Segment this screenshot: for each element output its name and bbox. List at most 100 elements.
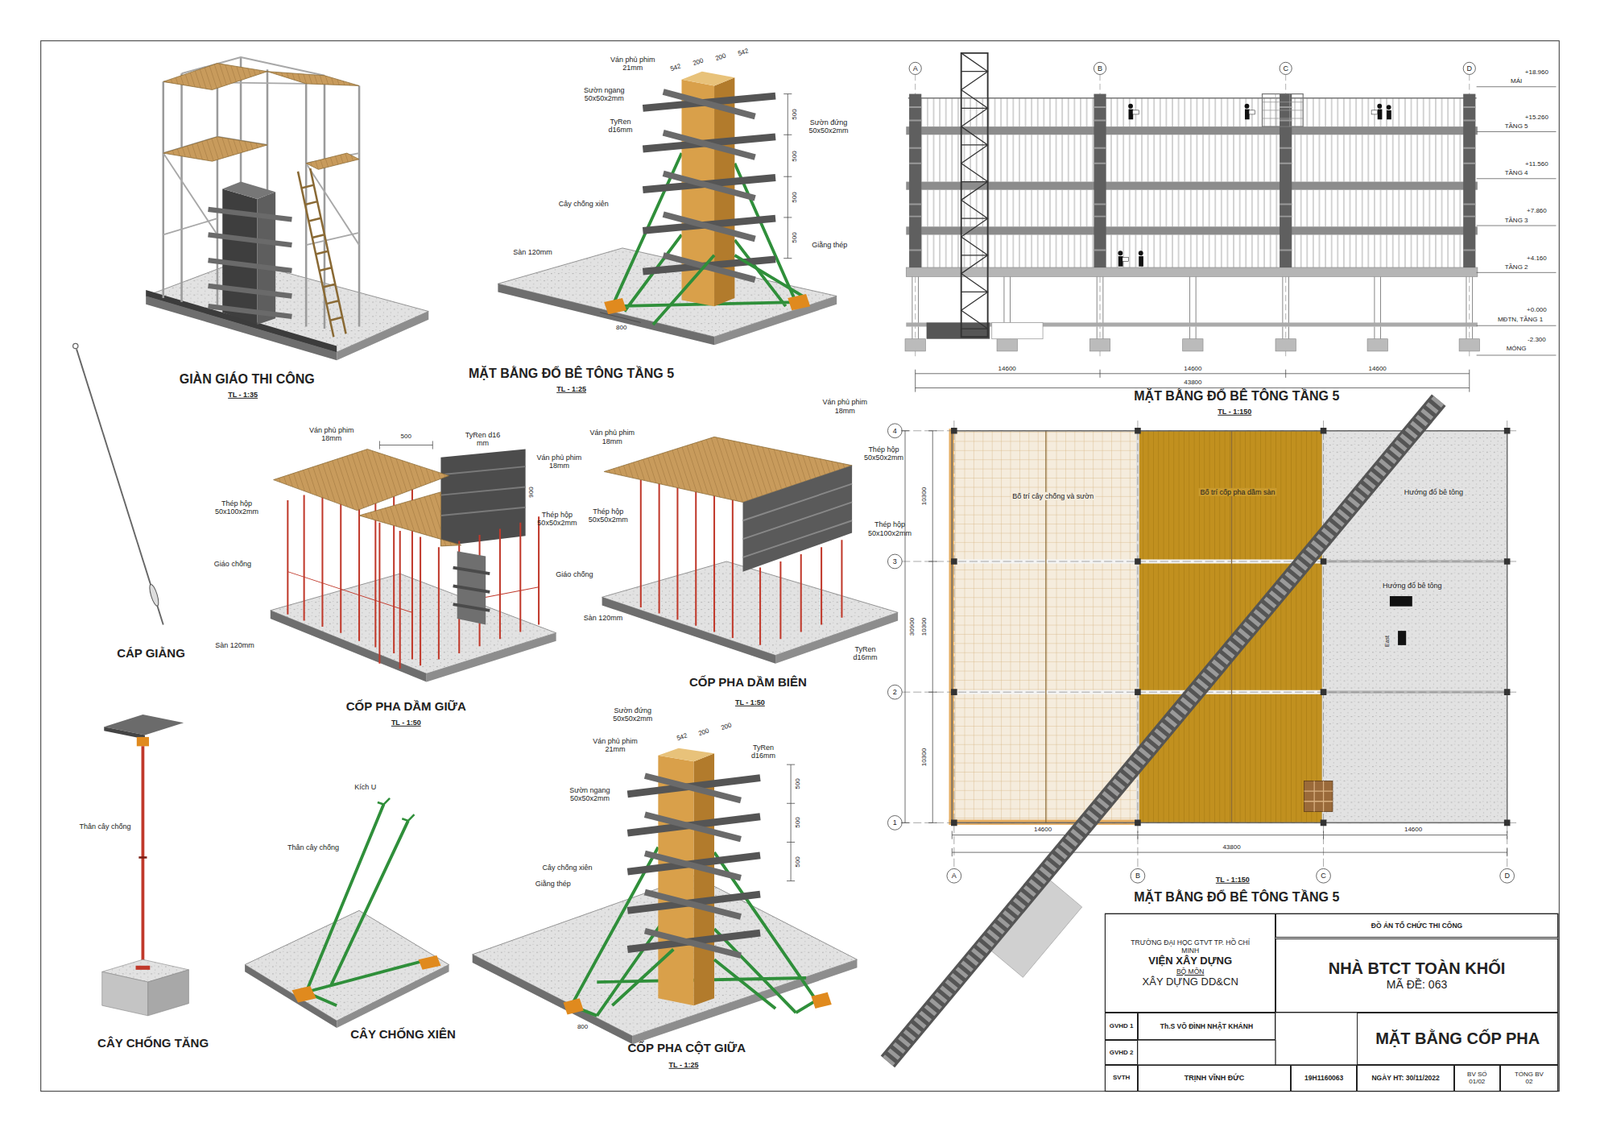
illustration: [41, 41, 1560, 1092]
edge-beam-formwork: [743, 483, 853, 558]
grid-label: A: [951, 871, 957, 880]
building-elevation: [1275, 339, 1296, 352]
grid-bubble: [887, 814, 902, 830]
title-block-frame: [1137, 1039, 1276, 1064]
title-block-text: MẶT BẰNG CỐP PHA: [1375, 1028, 1540, 1048]
grid-label: D: [1467, 64, 1473, 73]
middle-beam-formwork: [270, 440, 557, 682]
building-elevation: [996, 339, 1018, 352]
title-block-cell: Th.S VÕ ĐÌNH NHẬT KHÁNH: [1137, 1012, 1276, 1040]
middle-column-formwork: [644, 775, 741, 956]
callout-label: Cây chống xiên: [542, 863, 593, 872]
middle-column-formwork: [657, 748, 715, 761]
dimension-text: 14600: [1368, 364, 1387, 373]
building-elevation: [912, 276, 1473, 325]
title-block-frame: [1275, 1012, 1357, 1065]
edge-beam-formwork: [602, 596, 776, 663]
column-formwork-figure: [497, 71, 837, 346]
view-title: MẶT BẰNG ĐỔ BÊ TÔNG TẦNG 5: [1133, 388, 1340, 403]
grid-bubble: [1279, 62, 1292, 75]
column-formwork-figure: [663, 91, 756, 280]
raking-prop: [244, 909, 449, 1021]
dimension-text: 500: [401, 433, 412, 441]
title-block-text: ĐỒ ÁN TỔ CHỨC THI CÔNG: [1371, 921, 1463, 930]
building-elevation: [908, 97, 1477, 100]
grid-label: D: [1504, 871, 1510, 880]
callout-label: Ván phủ phim 21mm: [587, 736, 644, 754]
title-block-text: BỘ MÔN: [1176, 967, 1204, 976]
floor-plan: [1303, 780, 1332, 811]
tower-crane-mast: [961, 53, 989, 329]
grid-label: 2: [893, 687, 898, 696]
title-block-cell: GVHD 1: [1104, 1012, 1138, 1040]
title-block-text: GVHD 1: [1109, 1021, 1134, 1030]
callout-label: Ván phủ phim 18mm: [301, 425, 363, 443]
callout-label: TyRen d16mm: [844, 644, 886, 662]
title-block-text: GVHD 2: [1109, 1048, 1134, 1057]
title-block-text: MÃ ĐỀ: 063: [1386, 977, 1448, 992]
callout-label: Cây chống xiên: [558, 199, 609, 208]
view-title: CÂY CHỐNG TĂNG: [97, 1035, 209, 1050]
grid-bubble: [946, 868, 962, 883]
column-formwork-figure: [653, 255, 807, 325]
view-title: CÂY CHỐNG XIÊN: [350, 1026, 456, 1041]
sheet-frame: [41, 41, 1560, 1092]
grid-label: C: [1282, 64, 1289, 73]
scaffold-figure: [208, 209, 293, 317]
grid-bubble: [1093, 62, 1106, 75]
scaffold-figure: [297, 168, 347, 337]
title-block-text: TỔNG BV: [1514, 1070, 1544, 1079]
scale-note: TL - 1:25: [669, 1060, 699, 1069]
callout-label: Thép hộp 50x50x2mm: [585, 507, 631, 525]
view-title: CỐP PHA DẦM BIÊN: [689, 674, 807, 689]
scaffold-figure: [336, 310, 429, 360]
scale-note: TL - 1:25: [556, 384, 587, 393]
middle-column-formwork: [810, 992, 832, 1009]
edge-beam-formwork: [775, 611, 898, 663]
level-label: +15.260: [1525, 113, 1549, 121]
scale-note: TL - 1:150: [1217, 407, 1252, 416]
middle-beam-formwork: [359, 491, 462, 546]
title-block-frame: [1104, 913, 1559, 1091]
callout-label: Thân cây chống: [287, 843, 340, 852]
floor-plan: [887, 420, 1518, 883]
building-elevation: [1262, 94, 1304, 128]
column-formwork-figure: [603, 297, 627, 315]
view-title: CỐP PHA DẦM GIỮA: [346, 698, 467, 713]
callout-label: Thép hộp 50x50x2mm: [534, 509, 580, 527]
dimension-text: 800: [616, 323, 627, 331]
bracing-cable: [73, 343, 164, 625]
floor-plan: [1303, 780, 1332, 811]
callout-label: Sườn ngang 50x50x2mm: [561, 785, 619, 803]
scaffold-figure: [163, 57, 360, 329]
scale-note: TL - 1:150: [1215, 875, 1250, 884]
building-elevation: [905, 53, 1556, 393]
raking-prop: [418, 955, 442, 970]
floor-plan: [1323, 561, 1508, 692]
column-formwork-figure: [787, 293, 811, 311]
dimension-text: 542: [736, 46, 750, 58]
title-block-text: BV SỐ: [1467, 1070, 1487, 1079]
level-label: TẦNG 4: [1504, 169, 1529, 178]
middle-beam-formwork: [379, 440, 433, 449]
title-block-text: TRỊNH VĨNH ĐỨC: [1184, 1073, 1245, 1083]
scaffold-figure: [145, 57, 429, 360]
bracing-cable: [76, 348, 164, 625]
grid-bubble: [887, 684, 902, 699]
dimension-text: 800: [577, 1022, 588, 1030]
grid-bubble: [1463, 62, 1476, 75]
view-title: MẶT BẰNG ĐỔ BÊ TÔNG TẦNG 5: [1133, 889, 1340, 905]
tower-crane-mast: [961, 53, 989, 337]
title-block-cell: GVHD 2: [1104, 1039, 1138, 1064]
scaffold-figure: [163, 136, 268, 162]
level-label: MĐTN, TẦNG 1: [1497, 315, 1543, 323]
title-block-text: XÂY DỰNG DD&CN: [1142, 975, 1239, 989]
dimension-text: 10300: [921, 485, 929, 507]
callout-label: Sườn đứng 50x50x2mm: [602, 706, 664, 724]
callout-label: Giáo chống: [214, 558, 252, 567]
worker-figure: [1376, 103, 1382, 109]
title-block-cell: 19H1160063: [1290, 1064, 1357, 1092]
shoring-prop: [148, 969, 190, 1016]
level-label: +0.000: [1526, 306, 1547, 315]
